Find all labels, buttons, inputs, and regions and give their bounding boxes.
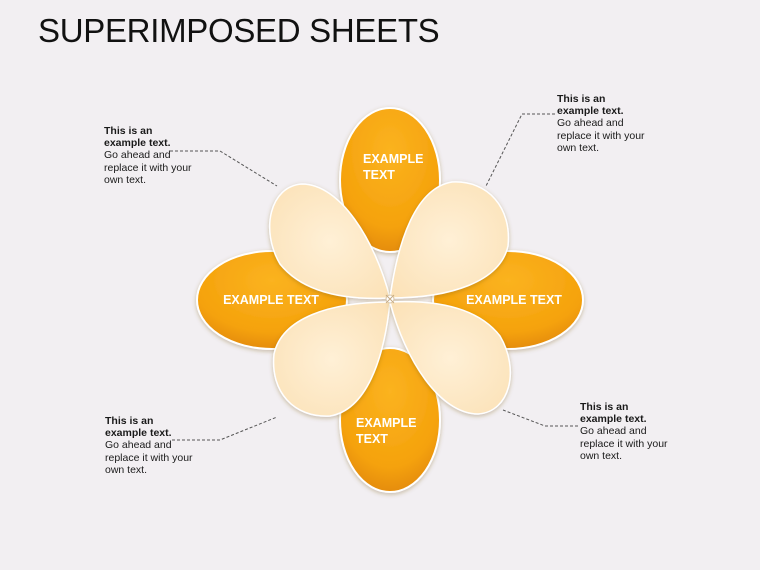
note-body: Go ahead and: [104, 149, 171, 162]
note-body: own text.: [105, 463, 148, 476]
note-body: own text.: [580, 449, 623, 462]
note-top-right: This is an example text. Go ahead and re…: [557, 93, 667, 154]
leaf-bottom-right: [389, 300, 512, 415]
note-heading: This is an: [105, 415, 154, 427]
note-heading: This is an: [104, 125, 153, 137]
note-heading: example text.: [557, 105, 624, 118]
petal-left-label: EXAMPLE TEXT: [223, 293, 319, 307]
petal-top-label: EXAMPLE TEXT: [363, 152, 427, 182]
note-heading: example text.: [104, 137, 171, 150]
note-body: Go ahead and: [105, 439, 172, 452]
center-pin-icon: [385, 294, 395, 304]
note-body: Go ahead and: [580, 425, 647, 438]
petal-bottom-label: EXAMPLE TEXT: [356, 416, 420, 446]
note-heading: This is an: [580, 401, 629, 413]
note-body: own text.: [557, 141, 600, 154]
note-bottom-left: This is an example text. Go ahead and re…: [105, 415, 215, 476]
note-heading: example text.: [105, 427, 172, 440]
note-bottom-right: This is an example text. Go ahead and re…: [580, 401, 690, 462]
connector-top-right: [485, 113, 555, 187]
note-body: own text.: [104, 173, 147, 186]
note-heading: example text.: [580, 413, 647, 426]
note-body: replace it with your: [580, 437, 668, 450]
note-body: replace it with your: [557, 129, 645, 142]
note-body: replace it with your: [104, 161, 192, 174]
leaf-top-right: [389, 181, 510, 299]
page-title: SUPERIMPOSED SHEETS: [38, 12, 440, 49]
note-heading: This is an: [557, 93, 606, 105]
note-body: Go ahead and: [557, 117, 624, 130]
note-top-left: This is an example text. Go ahead and re…: [104, 125, 214, 186]
connector-bottom-left: [172, 416, 278, 441]
note-body: replace it with your: [105, 451, 193, 464]
connector-top-left: [170, 150, 278, 187]
leaf-top-left: [268, 183, 391, 300]
leaf-bottom-left: [272, 301, 391, 417]
petal-right-label: EXAMPLE TEXT: [466, 293, 562, 307]
connector-bottom-right: [502, 409, 578, 427]
